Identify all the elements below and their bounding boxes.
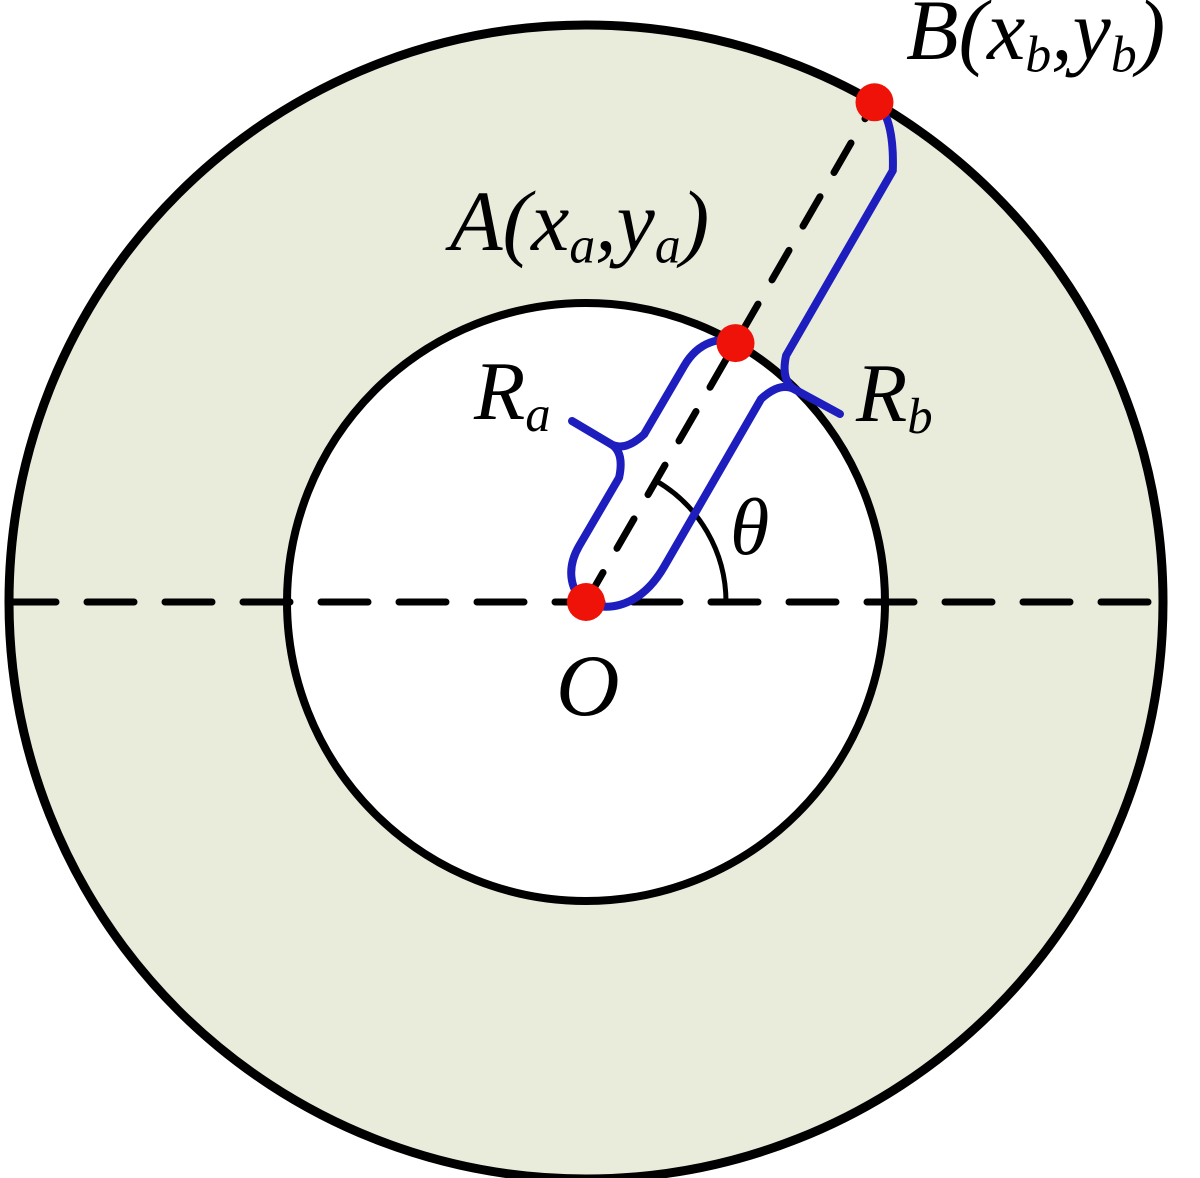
leader-inner-radius [568,417,615,448]
label-point-b: B(xb,yb) [906,0,1165,81]
point-o-marker [567,583,605,621]
label-angle-theta-text: θ [730,484,770,572]
point-b-marker [855,83,894,122]
label-point-a-close: ) [680,173,710,269]
label-point-a-mid: ,y [595,173,655,269]
label-radius-inner: Ra [474,350,551,440]
label-point-a-sub1: a [569,217,596,275]
label-angle-theta: θ [730,488,769,568]
label-radius-outer: Rb [856,352,933,442]
leader-outer-radius [791,385,844,418]
angle-arc [653,478,729,605]
label-radius-inner-text: R [474,345,526,438]
label-point-a-text: A(x [450,173,570,269]
label-radius-outer-sub: b [907,388,933,445]
label-point-b-mid: ,y [1051,0,1111,78]
point-a-marker [716,324,755,363]
label-point-b-close: ) [1136,0,1166,78]
label-point-b-text: B(x [906,0,1026,78]
radius-dashline [582,98,878,606]
label-origin-text: O [556,638,620,735]
label-radius-outer-text: R [856,347,908,440]
label-point-b-sub2: b [1110,26,1137,84]
label-origin: O [556,643,620,731]
label-point-a: A(xa,ya) [450,178,709,272]
label-point-a-sub2: a [654,217,681,275]
label-radius-inner-sub: a [525,386,551,443]
label-point-b-sub1: b [1025,26,1052,84]
